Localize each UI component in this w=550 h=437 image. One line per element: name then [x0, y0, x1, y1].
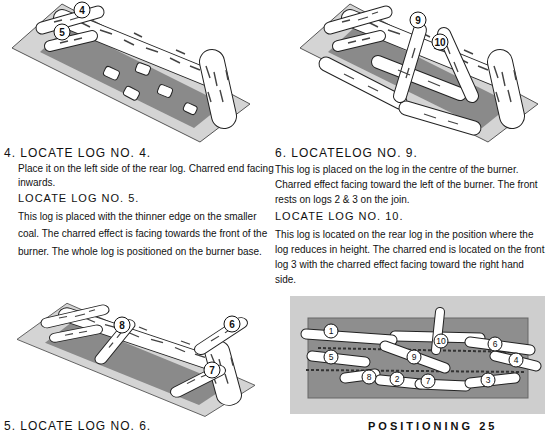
instruction-text: This log is located on the rear log in t…	[275, 227, 547, 287]
callout-number: 3	[481, 373, 496, 388]
instruction-text: This log is placed on the log in the cen…	[275, 162, 547, 207]
callout-number: 4	[509, 353, 524, 368]
step-heading: 6. LOCATELOG NO. 9.	[275, 146, 418, 160]
step-heading: LOCATE LOG NO. 5.	[18, 192, 139, 205]
step-heading: 4. LOCATE LOG NO. 4.	[4, 146, 151, 160]
callout-number: 8	[114, 317, 131, 334]
callout-number: 9	[410, 12, 427, 29]
figure-caption: POSITIONING 25	[368, 420, 497, 433]
callout-number: 2	[390, 372, 405, 387]
callout-number: 8	[362, 370, 377, 385]
callout-number: 6	[224, 316, 241, 333]
instruction-text: Place it on the left side of the rear lo…	[18, 162, 280, 189]
callout-number: 4	[74, 2, 91, 19]
callout-number: 5	[54, 24, 71, 41]
step-heading: 5. LOCATE LOG NO. 6.	[4, 419, 151, 433]
callout-number: 10	[434, 334, 449, 349]
callout-number: 9	[407, 350, 422, 365]
callout-number: 7	[204, 362, 221, 379]
callout-number: 10	[432, 34, 449, 51]
callout-number: 1	[324, 324, 339, 339]
callout-number: 5	[324, 350, 339, 365]
instruction-text: This log is placed with the thinner edge…	[18, 208, 280, 261]
callout-number: 7	[421, 374, 436, 389]
step-heading: LOCATE LOG NO. 10.	[275, 210, 403, 223]
callout-number: 6	[488, 337, 503, 352]
